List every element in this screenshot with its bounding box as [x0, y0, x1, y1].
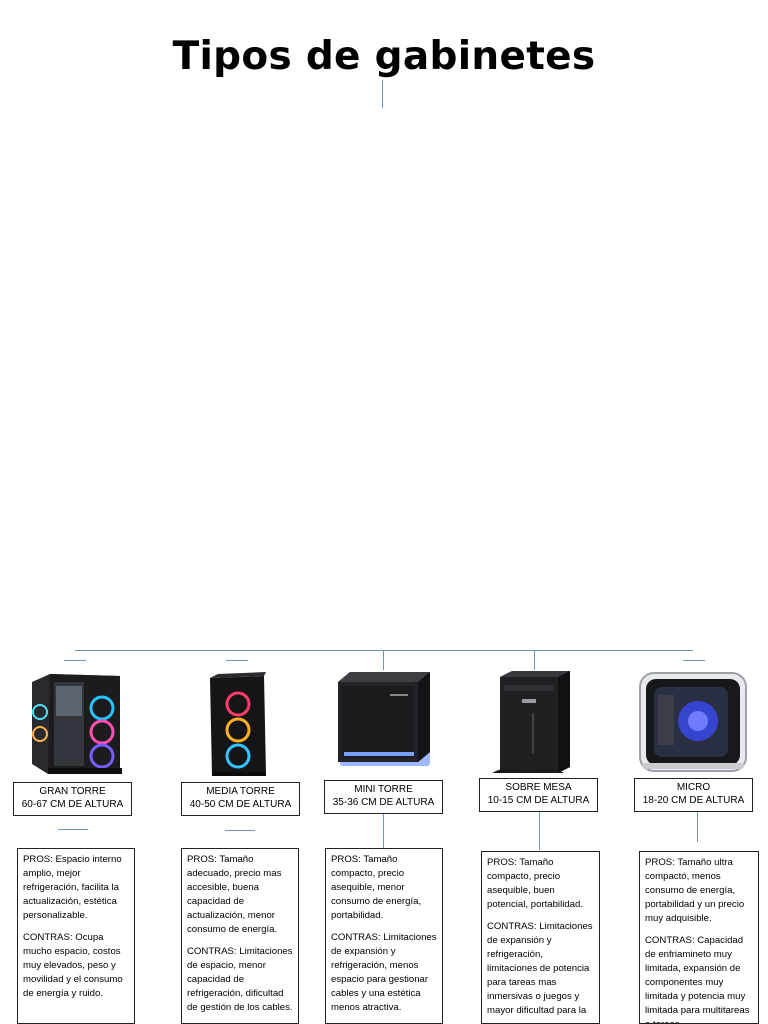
- mid-tower-case-icon: [172, 672, 302, 778]
- page-title: Tipos de gabinetes: [172, 34, 596, 79]
- mini-torre-name: MINI TORRE: [354, 784, 413, 795]
- connector-5-mid: [697, 812, 698, 842]
- mini-torre-cons: CONTRAS: Limitaciones de expansión y ref…: [331, 932, 437, 1013]
- mini-tower-case-icon: [330, 668, 438, 778]
- dash-2-mid: [225, 830, 255, 831]
- sobre-mesa-height: 10-15 CM DE ALTURA: [487, 795, 590, 806]
- gran-torre-pros: PROS: Espacio interno amplio, mejor refr…: [23, 854, 122, 921]
- mini-torre-height: 35-36 CM DE ALTURA: [332, 797, 435, 808]
- dash-5-top: [683, 660, 705, 661]
- mini-torre-label: MINI TORRE 35-36 CM DE ALTURA: [324, 780, 443, 814]
- micro-label: MICRO 18-20 CM DE ALTURA: [634, 778, 753, 812]
- connector-3-mid: [383, 814, 384, 848]
- gran-torre-label: GRAN TORRE 60-67 CM DE ALTURA: [13, 782, 132, 816]
- branch-stub-4: [534, 650, 535, 670]
- sobre-mesa-description: PROS: Tamaño compacto, precio asequible,…: [481, 851, 600, 1024]
- mini-torre-pros: PROS: Tamaño compacto, precio asequible,…: [331, 854, 422, 921]
- branch-stub-center: [383, 650, 384, 670]
- dash-1-top: [64, 660, 86, 661]
- media-torre-description: PROS: Tamaño adecuado, precio mas accesi…: [181, 848, 299, 1024]
- connector-4-mid: [539, 812, 540, 850]
- media-torre-height: 40-50 CM DE ALTURA: [189, 799, 292, 810]
- micro-case-icon: [632, 665, 754, 777]
- media-torre-pros: PROS: Tamaño adecuado, precio mas accesi…: [187, 854, 282, 935]
- micro-pros: PROS: Tamaño ultra compactó, menos consu…: [645, 857, 745, 924]
- media-torre-name: MEDIA TORRE: [206, 786, 275, 797]
- gran-torre-height: 60-67 CM DE ALTURA: [21, 799, 124, 810]
- media-torre-label: MEDIA TORRE 40-50 CM DE ALTURA: [181, 782, 300, 816]
- sobre-mesa-cons: CONTRAS: Limitaciones de expansión y ref…: [487, 921, 593, 1016]
- title-connector-line: [382, 80, 383, 108]
- micro-name: MICRO: [676, 782, 711, 793]
- sobre-mesa-pros: PROS: Tamaño compacto, precio asequible,…: [487, 857, 584, 910]
- media-torre-cons: CONTRAS: Limitaciones de espacio, menor …: [187, 946, 293, 1013]
- gran-torre-description: PROS: Espacio interno amplio, mejor refr…: [17, 848, 135, 1024]
- dash-2-top: [226, 660, 248, 661]
- mini-torre-description: PROS: Tamaño compacto, precio asequible,…: [325, 848, 443, 1024]
- sobre-mesa-label: SOBRE MESA 10-15 CM DE ALTURA: [479, 778, 598, 812]
- full-tower-case-icon: [20, 668, 130, 778]
- sobre-mesa-name: SOBRE MESA: [505, 782, 572, 793]
- branch-horizontal-line: [75, 650, 693, 651]
- dash-1-mid: [58, 829, 88, 830]
- micro-cons: CONTRAS: Capacidad de enfriamineto muy l…: [645, 935, 750, 1023]
- micro-height: 18-20 CM DE ALTURA: [642, 795, 745, 806]
- desktop-case-icon: [462, 655, 612, 777]
- gran-torre-name: GRAN TORRE: [39, 786, 106, 797]
- micro-description: PROS: Tamaño ultra compactó, menos consu…: [639, 851, 759, 1024]
- gran-torre-cons: CONTRAS: Ocupa mucho espacio, costos muy…: [23, 932, 123, 999]
